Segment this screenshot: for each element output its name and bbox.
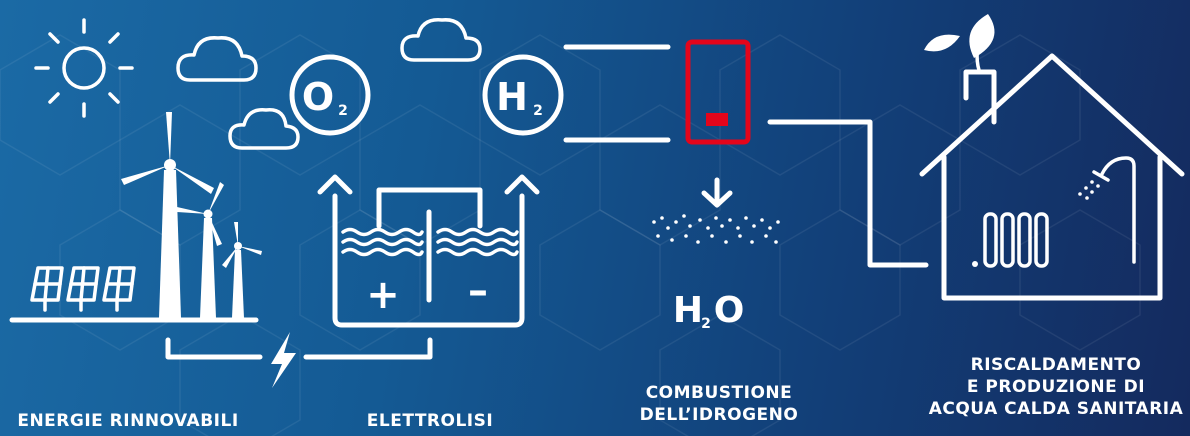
boiler-icon xyxy=(685,39,751,145)
oxygen-molecule: O 2 xyxy=(289,54,371,136)
oxygen-symbol: O xyxy=(302,75,334,119)
electrolyzer-icon: + – xyxy=(317,174,540,328)
power-connection xyxy=(165,337,433,360)
wind-turbine-icon xyxy=(222,222,262,318)
heating-pipe xyxy=(767,119,929,268)
cloud-icon xyxy=(228,108,300,150)
house-icon xyxy=(919,53,1185,301)
leaf-icon xyxy=(924,14,995,72)
water-molecule: H 2 O xyxy=(673,290,744,332)
water-subscript: 2 xyxy=(701,316,711,332)
cloud-icon xyxy=(176,36,258,82)
wind-turbine-icon xyxy=(121,112,214,318)
oxygen-subscript: 2 xyxy=(338,103,348,119)
water-vapor-icon xyxy=(652,214,780,244)
sun-icon xyxy=(34,18,134,118)
cloud-icon xyxy=(400,18,482,62)
hydrogen-symbol: H xyxy=(496,75,528,119)
hydrogen-pipe xyxy=(563,44,671,143)
arrow-down-icon xyxy=(701,177,733,208)
water-symbol: H xyxy=(673,290,703,331)
hydrogen-molecule: H 2 xyxy=(482,54,564,136)
plus-sign: + xyxy=(366,272,400,318)
label-combustion: COMBUSTIONE DELL’IDROGENO xyxy=(639,383,799,425)
water-suffix: O xyxy=(714,290,745,331)
minus-sign: – xyxy=(468,268,488,314)
label-electrolysis: ELETTROLISI xyxy=(366,411,494,431)
label-heating: RISCALDAMENTO E PRODUZIONE DI ACQUA CALD… xyxy=(928,355,1184,419)
solar-panel-icon xyxy=(30,266,136,312)
radiator-icon xyxy=(972,212,1049,268)
shower-icon xyxy=(1078,156,1136,264)
wind-turbine-icon xyxy=(177,182,224,318)
label-renewables: ENERGIE RINNOVABILI xyxy=(17,411,239,431)
lightning-icon xyxy=(271,332,296,388)
hydrogen-subscript: 2 xyxy=(533,103,543,119)
